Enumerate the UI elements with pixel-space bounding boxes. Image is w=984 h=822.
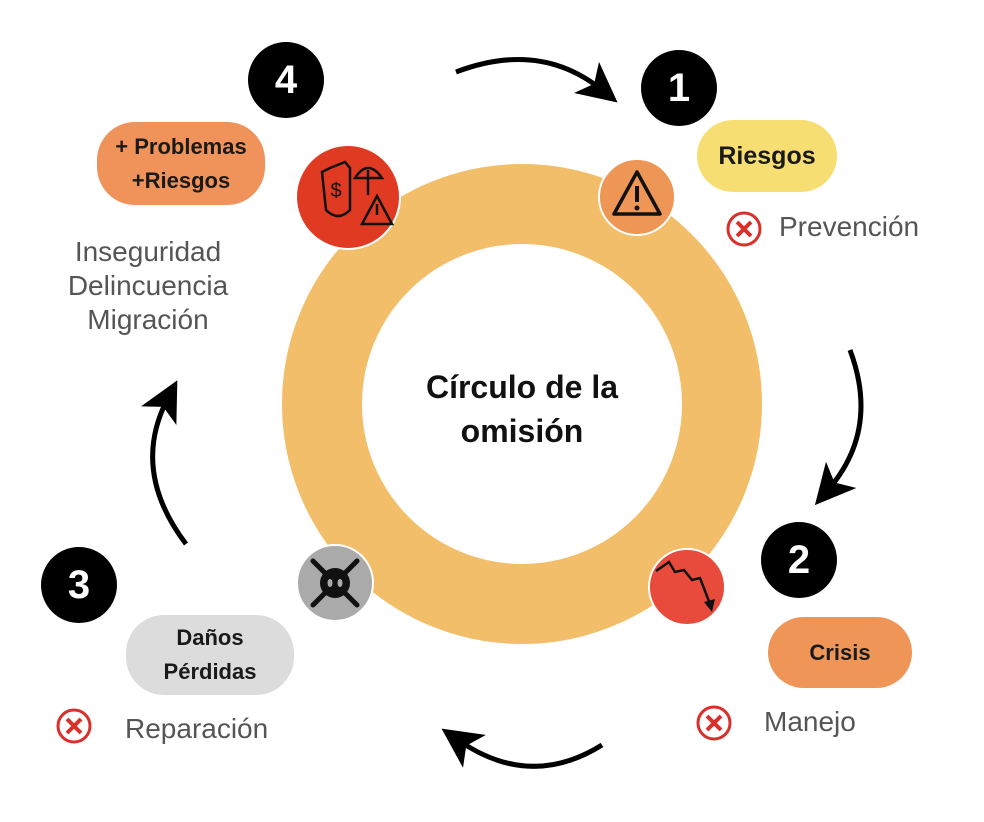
center-title: Círculo de la omisión [425, 369, 619, 449]
step-2-label: Crisis [768, 617, 912, 688]
arrow-3-to-4 [140, 380, 188, 546]
x-mark-icon [56, 708, 92, 744]
skull-icon [296, 544, 374, 622]
crash-chart-icon [648, 548, 726, 626]
step-3-number: 3 [41, 547, 117, 623]
step-4-label-line: +Riesgos [131, 167, 231, 193]
step-4-label: + Problemas +Riesgos [97, 122, 265, 205]
step-4-label-line: + Problemas [115, 133, 247, 159]
step-1-label: Riesgos [697, 120, 837, 192]
step-1-missing-action: Prevención [779, 211, 920, 242]
consequence-item: Migración [87, 304, 209, 335]
consequence-item: Inseguridad [74, 236, 222, 267]
svg-text:$: $ [330, 180, 341, 202]
arrow-1-to-2 [814, 349, 864, 506]
step-4-number: 4 [248, 42, 324, 118]
x-mark-icon [726, 211, 762, 247]
security-risk-icon: $ [295, 144, 401, 250]
consequence-item: Delincuencia [67, 270, 229, 301]
step-2-missing-action: Manejo [764, 706, 856, 737]
step-2-number: 2 [761, 522, 837, 598]
cycle-ring [282, 164, 762, 644]
arrow-4-to-1 [455, 57, 618, 103]
step-4-consequences: Inseguridad Delincuencia Migración [40, 235, 256, 337]
step-3-label-line: Daños [176, 625, 244, 650]
x-mark-icon [696, 705, 732, 741]
step-1-number: 1 [641, 50, 717, 126]
step-3-missing-action: Reparación [125, 713, 269, 744]
arrow-2-to-3 [441, 728, 604, 769]
warning-icon [598, 158, 676, 236]
step-3-label-line: Pérdidas [163, 659, 257, 684]
step-3-label: Daños Pérdidas [126, 615, 294, 695]
